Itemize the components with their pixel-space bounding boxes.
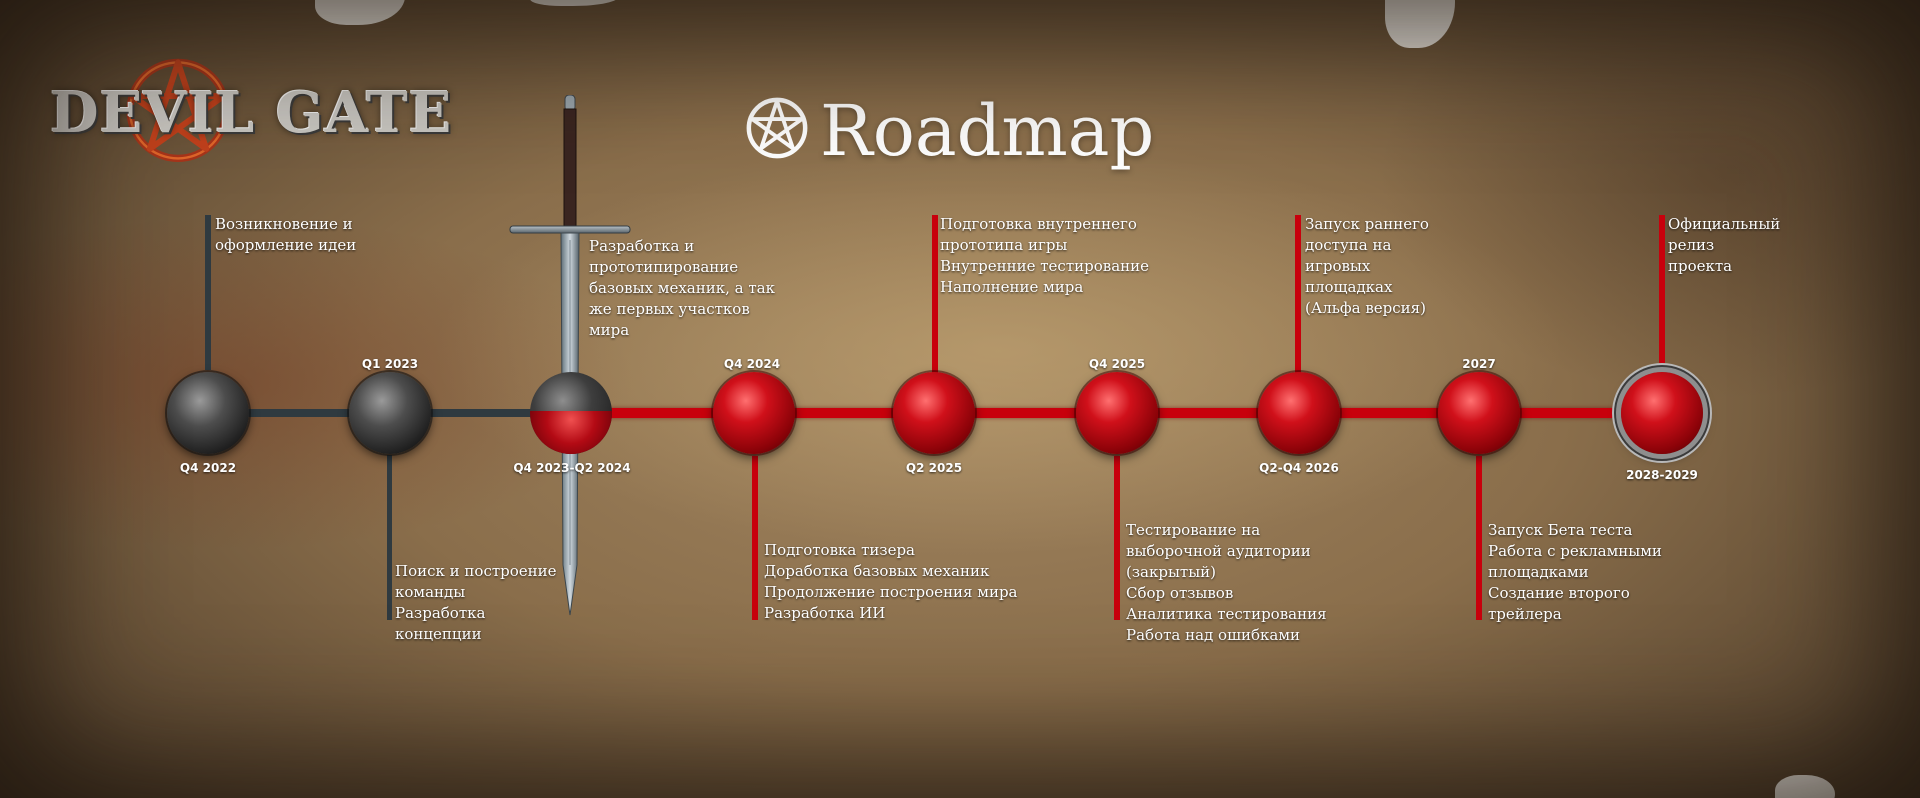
torn-edge-bottom-right [1775,775,1835,798]
milestone-orb-2027 [1438,372,1520,454]
connector-q2-q4-2026 [1295,215,1301,373]
milestone-orb-q1-2023 [349,372,431,454]
milestone-text-line: Доработка базовых механик [764,562,990,580]
torn-edge-top [530,0,620,6]
milestone-orb-q2-2025 [893,372,975,454]
milestone-text-q1-2023: Поиск и построение команды Разработка ко… [395,561,560,645]
milestone-orb-q4-2022 [167,372,249,454]
connector-2028-2029 [1659,215,1665,363]
torn-edge-top-left [315,0,405,25]
milestone-text-line: Официальный релиз проекта [1668,215,1781,275]
milestone-text-q4-2025: Тестирование на выборочной аудитории (за… [1126,520,1356,646]
milestone-text-line: Подготовка внутреннего прототипа игры [940,215,1137,254]
milestone-date: Q2 2025 [905,461,963,475]
milestone-text-line: Наполнение мира [940,278,1084,296]
torn-edge-top-right [1385,0,1455,48]
milestone-text-line: Создание второго трейлера [1488,584,1630,623]
milestone-text-q2-2025: Подготовка внутреннего прототипа игры Вн… [940,214,1150,298]
milestone-text-line: Разработка концепции [395,604,486,643]
milestone-date: Q4 2024 [723,357,781,371]
milestone-text-2027: Запуск Бета теста Работа с рекламными пл… [1488,520,1663,625]
page-title: Roadmap [820,90,1155,172]
milestone-text-line: Запуск Бета теста [1488,521,1633,539]
milestone-text-line: Подготовка тизера [764,541,915,559]
milestone-date: Q4 2022 [179,461,237,475]
milestone-text-q4-2023-q2-2024: Разработка и прототипирование базовых ме… [589,236,789,341]
milestone-text-line: Поиск и построение команды [395,562,557,601]
sword-icon [509,95,631,616]
milestone-text-line: Тестирование на выборочной аудитории (за… [1126,521,1311,581]
milestone-orb-q4-2025 [1076,372,1158,454]
connector-q2-2025 [932,215,938,373]
connector-2027 [1476,456,1482,620]
logo-wordmark: DEVIL GATE [50,80,453,146]
milestone-text-line: Работа с рекламными площадками [1488,542,1662,581]
pentagram-icon [746,97,808,159]
connector-q4-2025 [1114,456,1120,620]
milestone-text-q4-2024: Подготовка тизера Доработка базовых меха… [764,540,1018,624]
milestone-text-line: Возникновение и оформление идеи [215,215,357,254]
milestone-text-line: Разработка ИИ [764,604,886,622]
connector-q4-2024 [752,456,758,620]
milestone-text-line: Внутренние тестирование [940,257,1150,275]
milestone-orb-q4-2024 [713,372,795,454]
milestone-text-q4-2022: Возникновение и оформление идеи [215,214,360,256]
connector-q4-2022 [205,215,211,370]
milestone-date: Q2-Q4 2026 [1259,461,1339,475]
milestone-date: 2028-2029 [1626,468,1698,482]
milestone-orb-q2-q4-2026 [1258,372,1340,454]
milestone-text-line: Работа над ошибками [1126,626,1301,644]
milestone-text-line: Разработка и прототипирование базовых ме… [589,237,775,339]
milestone-date: Q1 2023 [361,357,419,371]
milestone-date: Q4 2025 [1088,357,1146,371]
milestone-date: Q4 2023-Q2 2024 [513,461,631,475]
milestone-text-line: Запуск раннего доступа на игровых площад… [1305,215,1429,317]
milestone-text-line: Сбор отзывов [1126,584,1234,602]
milestone-orb-q4-2023-q2-2024 [530,372,612,454]
milestone-text-line: Продолжение построения мира [764,583,1018,601]
connector-q1-2023 [387,455,392,620]
milestone-text-2028-2029: Официальный релиз проекта [1668,214,1781,277]
milestone-text-q2-q4-2026: Запуск раннего доступа на игровых площад… [1305,214,1435,319]
milestone-date: 2027 [1462,357,1496,371]
milestone-text-line: Аналитика тестирования [1126,605,1327,623]
milestone-orb-2028-2029 [1621,372,1703,454]
pentagram-logo-icon [126,58,230,162]
